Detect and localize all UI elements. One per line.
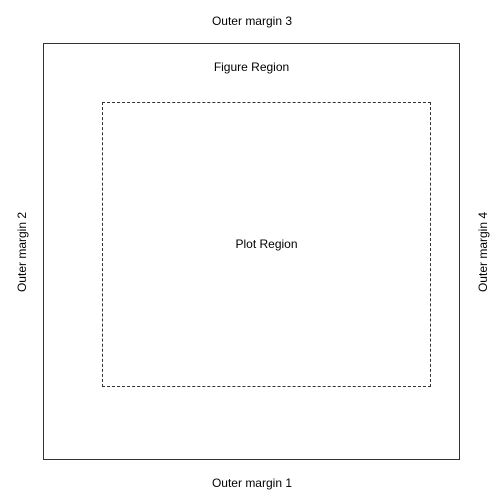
- figure-region-label: Figure Region: [213, 60, 290, 74]
- outer-margin-3-label: Outer margin 3: [211, 14, 293, 28]
- figure-region-box: [43, 43, 460, 460]
- outer-margin-2-label: Outer margin 2: [15, 211, 29, 293]
- plot-region-box: [102, 102, 431, 387]
- outer-margin-1-label: Outer margin 1: [211, 476, 293, 490]
- outer-margin-4-label: Outer margin 4: [476, 211, 490, 293]
- plot-region-label: Plot Region: [235, 237, 298, 251]
